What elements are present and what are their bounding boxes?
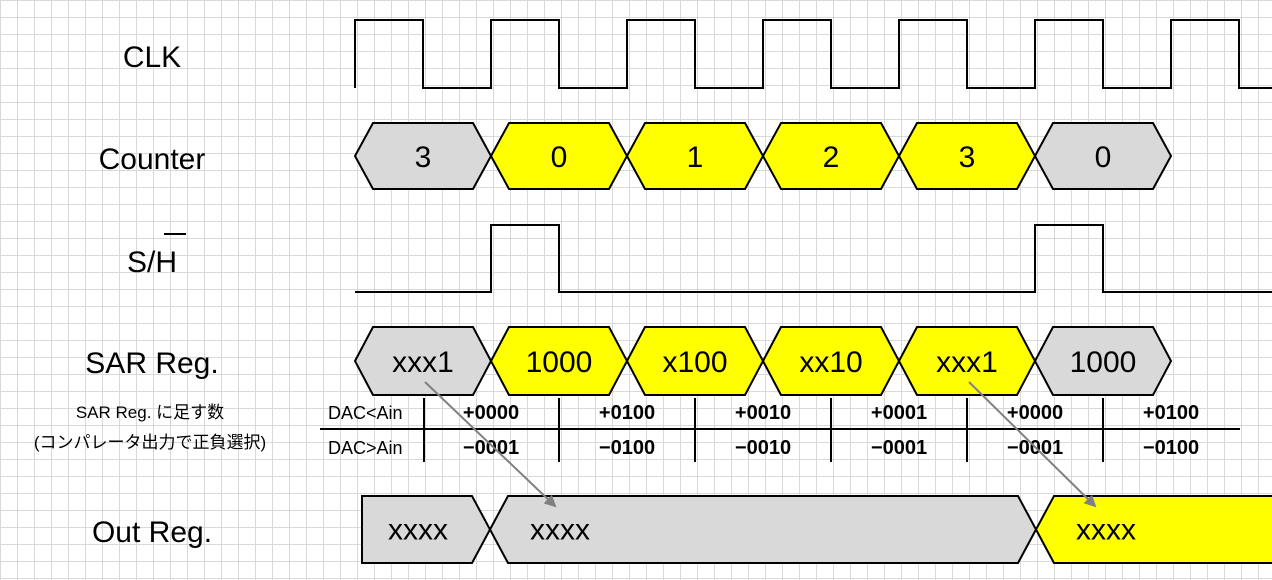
dac-lt-label: DAC<Ain (328, 403, 403, 423)
counter-cell-value: 1 (687, 141, 704, 174)
sar-cell (1033, 326, 1173, 396)
add-positive-value: +0001 (871, 402, 927, 424)
transfer-arrow (424, 381, 557, 508)
dac-gt-label: DAC>Ain (328, 438, 403, 458)
counter-label: Counter (99, 143, 206, 176)
add-positive-value: +0100 (1143, 402, 1199, 424)
add-title-label: SAR Reg. に足す数 (76, 403, 224, 422)
transfer-arrow (968, 381, 1097, 508)
add-positive-value: +0100 (599, 402, 655, 424)
sar-label: SAR Reg. (85, 347, 218, 380)
sh-label-group: S/H (127, 233, 186, 279)
out-cell-value: xxxx (530, 514, 590, 547)
add-positive-value: +0010 (735, 402, 791, 424)
out-cell-value: xxxx (1076, 514, 1136, 547)
out-cell (1034, 495, 1272, 564)
counter-cell-value: 0 (1095, 141, 1112, 174)
add-table: DAC<Ain DAC>Ain +0000 −0001 +0100 −0100 +001… (320, 398, 1240, 462)
clk-label: CLK (123, 41, 181, 74)
out-row: xxxx xxxx xxxx (361, 495, 1272, 564)
sh-label: S/H (127, 246, 177, 279)
add-negative-value: −0010 (735, 437, 791, 459)
counter-cell-value: 3 (415, 141, 432, 174)
counter-cell-value: 2 (823, 141, 840, 174)
sh-waveform (355, 224, 1272, 293)
counter-row: 3 0 1 2 3 0 (353, 122, 1173, 190)
sar-row: xxx1 1000 x100 xx10 xxx1 1000 (353, 326, 1173, 396)
sar-cell-value: xxx1 (936, 346, 998, 379)
counter-cell-value: 0 (551, 141, 568, 174)
add-negative-value: −0100 (1143, 437, 1199, 459)
clk-trace (354, 19, 1272, 89)
out-cell-value: xxxx (388, 514, 448, 547)
out-cell (361, 495, 492, 564)
sar-cell-value: 1000 (1070, 346, 1137, 379)
add-positive-value: +0000 (1007, 402, 1063, 424)
sh-trace (355, 224, 1272, 293)
counter-cell (1033, 122, 1173, 190)
sar-cell-value: x100 (662, 346, 727, 379)
add-positive-value: +0000 (463, 402, 519, 424)
counter-cell-value: 3 (959, 141, 976, 174)
sar-cell-value: xxx1 (392, 346, 454, 379)
add-negative-value: −0001 (871, 437, 927, 459)
clk-waveform (354, 19, 1272, 89)
sar-cell-value: xx10 (799, 346, 862, 379)
add-negative-value: −0001 (463, 437, 519, 459)
sar-cell-value: 1000 (526, 346, 593, 379)
arrows (424, 381, 1097, 508)
out-label: Out Reg. (92, 516, 212, 549)
add-sub-label: (コンパレータ出力で正負選択) (34, 433, 266, 452)
add-negative-value: −0100 (599, 437, 655, 459)
